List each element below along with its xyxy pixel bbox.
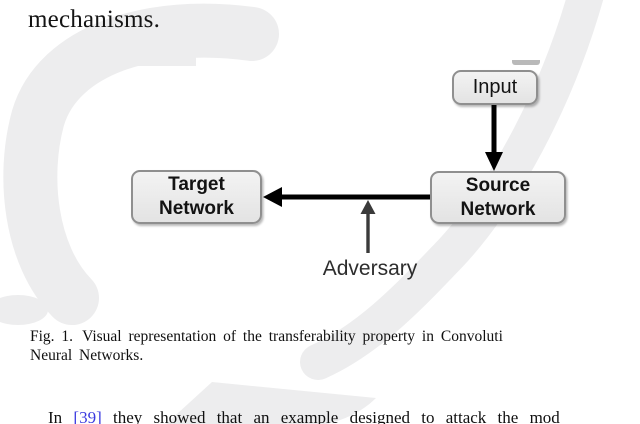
target-network-label: Target Network bbox=[159, 174, 234, 219]
body-text-prefix: In bbox=[48, 408, 74, 424]
figure-caption: Fig. 1. Visual representation of the tran… bbox=[30, 327, 640, 365]
cropped-fragment bbox=[512, 60, 540, 65]
figure-caption-text: Visual representation of the transferabi… bbox=[82, 328, 503, 345]
body-paragraph-clipped: In [39] they showed that an example desi… bbox=[30, 408, 640, 424]
arrow-source-to-target-icon bbox=[263, 187, 430, 207]
input-node-label: Input bbox=[472, 76, 518, 98]
body-text-fragment: mechanisms. bbox=[28, 6, 161, 33]
source-network-node: Source Network bbox=[430, 171, 566, 224]
input-node: Input bbox=[452, 70, 538, 105]
arrow-adversary-icon bbox=[360, 200, 376, 253]
figure-number: Fig. 1. bbox=[30, 328, 74, 345]
citation-link[interactable]: [39] bbox=[73, 408, 102, 424]
source-network-label: Source Network bbox=[460, 174, 536, 220]
adversary-label: Adversary bbox=[322, 257, 418, 280]
figure-caption-line2: Neural Networks. bbox=[30, 347, 144, 364]
arrow-input-to-source-icon bbox=[485, 104, 503, 171]
target-network-node: Target Network bbox=[131, 170, 262, 224]
body-text-rest: they showed that an example designed to … bbox=[101, 408, 560, 424]
